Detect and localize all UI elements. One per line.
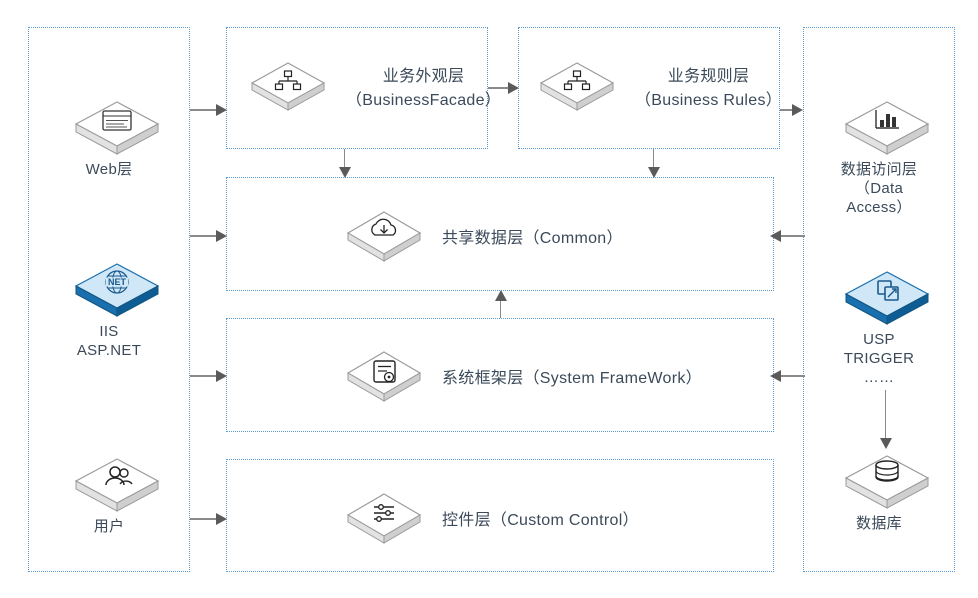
node-business-facade[interactable]: 业务外观层 （BusinessFacade）: [246, 60, 501, 112]
node-iis[interactable]: NET IIS ASP.NET: [62, 260, 160, 360]
connector-iis-to-framework: [190, 375, 220, 377]
node-common-label: 共享数据层（Common）: [442, 230, 623, 247]
connector-web-to-facade: [190, 109, 220, 111]
node-data-access[interactable]: 数据访问层 （Data Access）: [832, 98, 930, 217]
arrowhead-facade-to-common: [339, 167, 351, 178]
connector-rules-to-data-access: [780, 109, 798, 111]
connector-rules-to-common: [653, 149, 654, 171]
node-usp-trigger-label: USP TRIGGER ……: [843, 331, 915, 386]
arrowhead-rules-to-data-access: [792, 104, 803, 116]
stored-procedure-icon: [840, 268, 930, 330]
connector-data-access-to-common: [780, 235, 805, 237]
node-framework-label: 系统框架层（System FrameWork）: [442, 370, 702, 387]
connector-usp-to-database: [885, 390, 886, 442]
node-web-label: Web层: [85, 161, 133, 178]
node-usp-trigger[interactable]: USP TRIGGER ……: [832, 268, 930, 387]
connector-framework-to-common: [500, 296, 501, 318]
sliders-icon: [342, 490, 426, 546]
node-common[interactable]: 共享数据层（Common）: [342, 208, 623, 264]
node-framework[interactable]: 系统框架层（System FrameWork）: [342, 348, 702, 404]
hierarchy-icon: [246, 60, 330, 112]
user-icon: [70, 455, 160, 517]
arrowhead-user-to-control: [216, 513, 227, 525]
node-business-facade-label: 业务外观层 （BusinessFacade）: [346, 68, 502, 109]
node-business-rules[interactable]: 业务规则层 （Business Rules）: [535, 60, 782, 112]
connector-facade-to-rules: [488, 87, 512, 89]
node-business-rules-label: 业务规则层 （Business Rules）: [635, 68, 783, 109]
node-data-access-label: 数据访问层 （Data Access）: [840, 161, 918, 216]
browser-window-icon: [70, 98, 160, 160]
arrowhead-iis-to-framework: [216, 370, 227, 382]
svg-text:NET: NET: [108, 277, 127, 287]
client-group: [28, 27, 190, 572]
node-iis-label: IIS ASP.NET: [76, 323, 142, 359]
hierarchy-icon: [535, 60, 619, 112]
node-database[interactable]: 数据库: [832, 452, 930, 533]
arrowhead-iis-to-common: [216, 230, 227, 242]
node-database-label: 数据库: [856, 515, 902, 532]
node-web[interactable]: Web层: [62, 98, 160, 179]
bar-chart-icon: [840, 98, 930, 160]
connector-usp-to-framework: [780, 375, 805, 377]
cloud-download-icon: [342, 208, 426, 264]
arrowhead-facade-to-rules: [508, 82, 519, 94]
arrowhead-framework-to-common: [495, 290, 507, 301]
database-cylinder-icon: [840, 452, 930, 514]
arrowhead-rules-to-common: [648, 167, 660, 178]
business-facade-group: [226, 27, 488, 149]
node-user-label: 用户: [93, 518, 125, 535]
arrowhead-usp-to-database: [880, 438, 892, 449]
connector-iis-to-common: [190, 235, 220, 237]
arrowhead-data-access-to-common: [770, 230, 781, 242]
arrowhead-web-to-facade: [216, 104, 227, 116]
dotnet-globe-icon: NET: [70, 260, 160, 322]
arrowhead-usp-to-framework: [770, 370, 781, 382]
document-settings-icon: [342, 348, 426, 404]
node-user[interactable]: 用户: [62, 455, 160, 536]
node-custom-control[interactable]: 控件层（Custom Control）: [342, 490, 639, 546]
connector-facade-to-common: [344, 149, 345, 171]
connector-user-to-control: [190, 518, 220, 520]
node-custom-control-label: 控件层（Custom Control）: [442, 512, 639, 529]
data-access-group: [803, 27, 955, 572]
